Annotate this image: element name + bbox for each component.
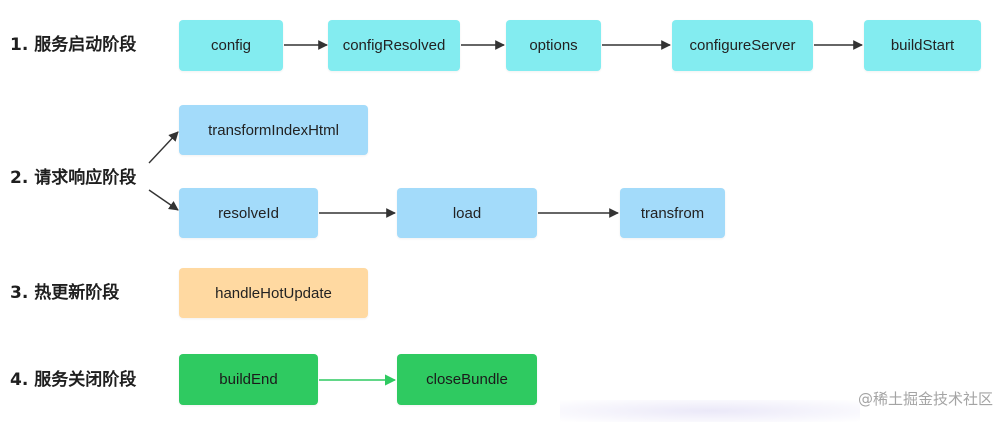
hook-node-load: load xyxy=(397,188,537,238)
hook-node-configureserver: configureServer xyxy=(672,20,813,71)
stage-label-startup: 1. 服务启动阶段 xyxy=(10,35,137,55)
hook-node-closebundle: closeBundle xyxy=(397,354,537,405)
arrow-stage2-to-transformindexhtml xyxy=(148,131,179,164)
stage-label-close: 4. 服务关闭阶段 xyxy=(10,370,137,390)
hook-node-transfrom: transfrom xyxy=(620,188,725,238)
hook-node-config: config xyxy=(179,20,283,71)
hook-node-buildend: buildEnd xyxy=(179,354,318,405)
hook-node-transformindexhtml: transformIndexHtml xyxy=(179,105,368,155)
stage-label-request: 2. 请求响应阶段 xyxy=(10,168,137,188)
background-glow xyxy=(560,400,860,422)
hook-node-buildstart: buildStart xyxy=(864,20,981,71)
stage-label-hotupdate: 3. 热更新阶段 xyxy=(10,283,120,303)
watermark-text: @稀土掘金技术社区 xyxy=(857,390,993,408)
hook-node-configresolved: configResolved xyxy=(328,20,460,71)
arrow-stage2-to-resolveid xyxy=(148,189,179,211)
hook-node-options: options xyxy=(506,20,601,71)
hook-node-handlehotupdate: handleHotUpdate xyxy=(179,268,368,318)
hook-node-resolveid: resolveId xyxy=(179,188,318,238)
